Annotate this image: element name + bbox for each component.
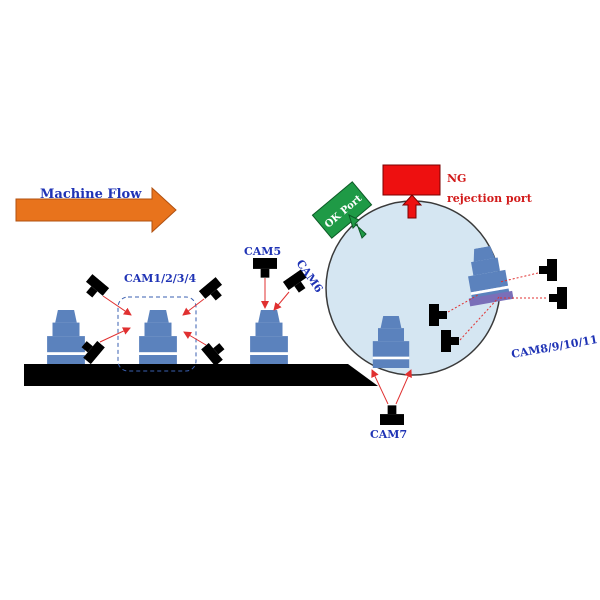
cam4-icon [201,337,229,367]
cam8-11-label: CAM8/9/10/11 [510,333,598,361]
part-1 [47,310,85,364]
cam1-4-rays [99,295,207,346]
cam8-icon [539,259,557,281]
inspection-zone-box [117,296,197,372]
cam5-6-rays [261,278,290,311]
part-turntable-right [463,244,514,307]
machine-flow-arrow [15,186,177,234]
ng-label: NG [447,172,466,185]
cam7-label: CAM7 [370,428,407,441]
ng-port-arrow [401,194,423,219]
rejection-port-label: rejection port [447,192,533,205]
part-3 [250,310,288,364]
cam7-rays [371,369,412,405]
cam8-11-rays [447,272,546,341]
cam9-icon [549,287,567,309]
cam2-icon [198,277,228,305]
cam7-icon [380,405,404,425]
conveyor-belt [24,364,378,386]
cam5-label: CAM5 [244,245,281,258]
part-2 [139,310,177,364]
machine-flow-label: Machine Flow [40,187,142,202]
cam1-4-label: CAM1/2/3/4 [124,272,196,285]
ok-port-arrow [348,214,367,239]
cam5-icon [253,258,277,278]
ng-rejection-port [382,164,441,196]
